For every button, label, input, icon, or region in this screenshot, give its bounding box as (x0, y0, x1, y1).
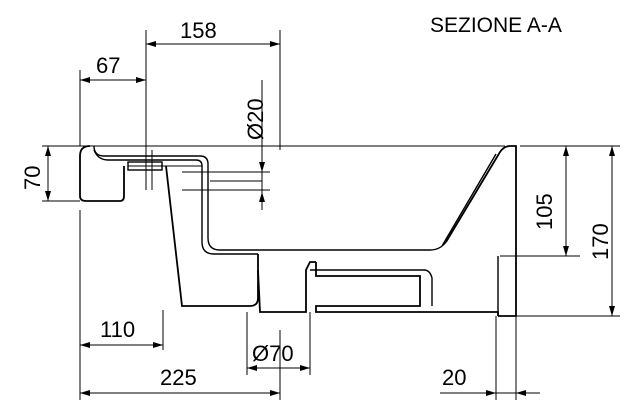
dimension-top-width: 158 (145, 18, 281, 162)
basin-section (79, 145, 517, 317)
dimension-label-170: 170 (588, 223, 613, 260)
dimension-label-105: 105 (532, 193, 557, 230)
dimension-rim-height: 70 (20, 145, 90, 202)
dimension-wall-thickness: 20 (440, 150, 540, 400)
dimension-label-225: 225 (160, 365, 197, 390)
dimension-drain-diameter: Ø70 (246, 312, 311, 375)
dimension-total-height: 170 (500, 145, 620, 317)
section-title: SEZIONE A-A (430, 14, 562, 37)
dimension-label-20: 20 (442, 365, 466, 390)
dimension-label-70: 70 (20, 166, 45, 190)
dimension-hole-diameter: Ø20 (243, 80, 268, 210)
dimension-label-158: 158 (180, 18, 217, 43)
dimension-label-o20: Ø20 (243, 98, 268, 140)
dimension-label-67: 67 (96, 53, 120, 78)
dimension-total-depth: 225 (80, 330, 281, 400)
dimension-base-offset: 110 (79, 210, 164, 400)
dimension-rim-inset: 67 (79, 53, 146, 146)
dimension-label-o70: Ø70 (252, 341, 294, 366)
dimension-label-110: 110 (100, 317, 135, 342)
dimension-inner-depth: 105 (500, 145, 580, 257)
